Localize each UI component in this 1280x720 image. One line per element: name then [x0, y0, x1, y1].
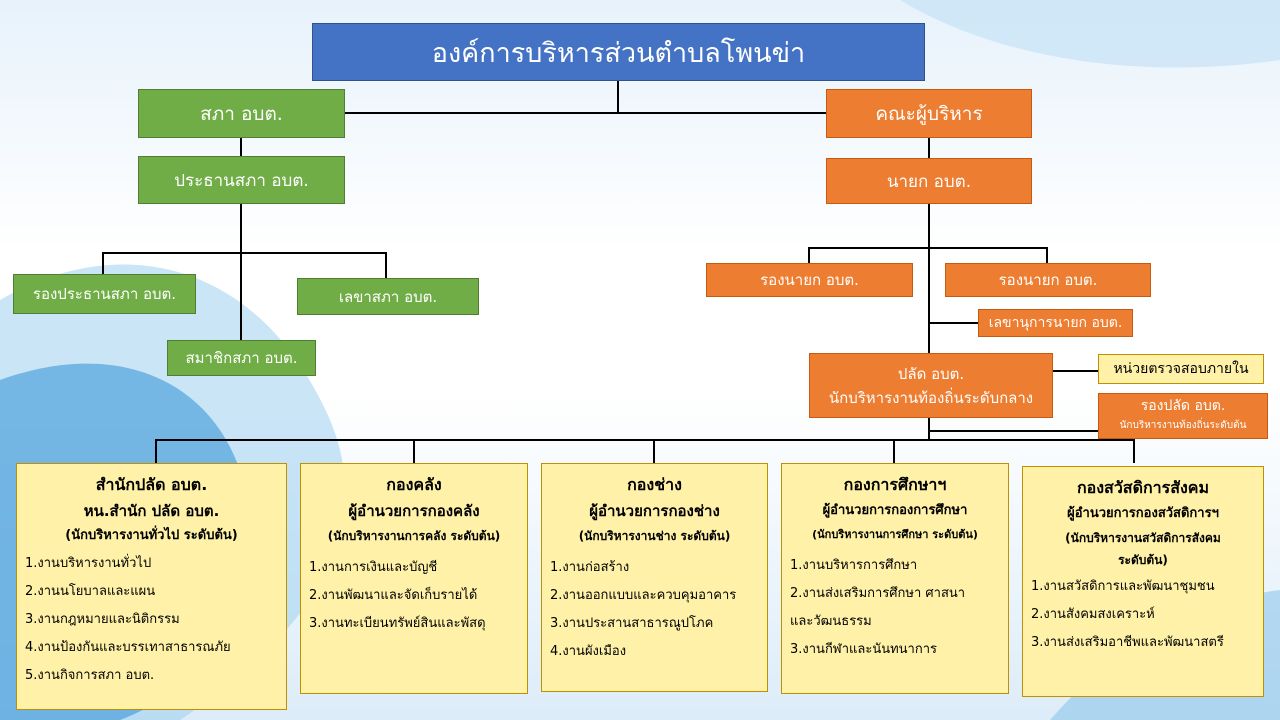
list-item: 2.งานออกแบบและควบคุมอาคาร: [550, 588, 737, 603]
deputy-clerk-title: รองปลัด อบต.: [1140, 398, 1226, 414]
list-item: 1.งานสวัสดิการและพัฒนาชุมชน: [1031, 579, 1215, 594]
audit-box: หน่วยตรวจสอบภายใน: [1098, 354, 1264, 384]
deputy-mayor-1-label: รองนายก อบต.: [760, 271, 859, 289]
council-secretary-box: เลขาสภา อบต.: [297, 278, 479, 315]
dept-rank: (นักบริหารงานทั่วไป ระดับต้น): [65, 528, 238, 543]
list-item: 1.งานก่อสร้าง: [550, 560, 630, 575]
list-item: 3.งานทะเบียนทรัพย์สินและพัสดุ: [309, 616, 486, 631]
list-item: 2.งานส่งเสริมการศึกษา ศาสนา: [790, 586, 966, 601]
list-item: 5.งานกิจการสภา อบต.: [25, 668, 155, 683]
mayor-secretary-box: เลขานุการนายก อบต.: [978, 309, 1133, 337]
dept-heading: กองช่าง: [627, 475, 682, 494]
deputy-clerk-level: นักบริหารงานท้องถิ่นระดับต้น: [1119, 420, 1247, 431]
council-label: สภา อบต.: [200, 102, 283, 125]
dept-finance: กองคลัง ผู้อำนวยการกองคลัง (นักบริหารงาน…: [300, 463, 528, 694]
dept-rank-cont: ระดับต้น): [1118, 553, 1168, 567]
dept-education: กองการศึกษาฯ ผู้อำนวยการกองการศึกษา (นัก…: [781, 463, 1009, 694]
dept-engineering: กองช่าง ผู้อำนวยการกองช่าง (นักบริหารงาน…: [541, 463, 768, 692]
list-item: และวัฒนธรรม: [790, 614, 872, 629]
list-item: 3.งานประสานสาธารณูปโภค: [550, 616, 714, 631]
list-item: 1.งานบริหารการศึกษา: [790, 558, 918, 573]
council-secretary-label: เลขาสภา อบต.: [338, 287, 438, 306]
dept-rank: (นักบริหารงานช่าง ระดับต้น): [578, 529, 731, 543]
dept-subheading: ผู้อำนวยการกองสวัสดิการฯ: [1067, 506, 1219, 521]
dept-item-list: 1.งานสวัสดิการและพัฒนาชุมชน 2.งานสังคมสง…: [1031, 573, 1255, 657]
dept-heading: กองคลัง: [386, 475, 442, 494]
dept-item-list: 1.งานการเงินและบัญชี 2.งานพัฒนาและจัดเก็…: [309, 554, 519, 638]
dept-heading: กองการศึกษาฯ: [843, 475, 947, 494]
clerk-level: นักบริหารงานท้องถิ่นระดับกลาง: [828, 388, 1034, 407]
council-box: สภา อบต.: [138, 89, 345, 138]
dept-subheading: ผู้อำนวยการกองคลัง: [348, 502, 480, 520]
council-chair-label: ประธานสภา อบต.: [174, 170, 309, 191]
list-item: 4.งานป้องกันและบรรเทาสาธารณภัย: [25, 640, 231, 655]
org-title-text: องค์การบริหารส่วนตำบลโพนข่า: [431, 37, 806, 69]
list-item: 1.งานการเงินและบัญชี: [309, 560, 438, 575]
clerk-title: ปลัด อบต.: [897, 364, 965, 383]
dept-item-list: 1.งานบริหารการศึกษา 2.งานส่งเสริมการศึกษ…: [790, 552, 1000, 664]
vice-chair-box: รองประธานสภา อบต.: [13, 274, 196, 314]
dept-item-list: 1.งานก่อสร้าง 2.งานออกแบบและควบคุมอาคาร …: [550, 554, 759, 666]
deputy-mayor-2-box: รองนายก อบต.: [945, 263, 1151, 297]
list-item: 3.งานส่งเสริมอาชีพและพัฒนาสตรี: [1031, 635, 1224, 650]
list-item: 2.งานนโยบาลและแผน: [25, 584, 156, 599]
council-chair-box: ประธานสภา อบต.: [138, 156, 345, 204]
clerk-box: ปลัด อบต. นักบริหารงานท้องถิ่นระดับกลาง: [809, 353, 1053, 418]
dept-rank: (นักบริหารงานการคลัง ระดับต้น): [327, 529, 501, 543]
list-item: 1.งานบริหารงานทั่วไป: [25, 556, 152, 571]
dept-clerk-office: สำนักปลัด อบต. หน.สำนัก ปลัด อบต. (นักบร…: [16, 463, 287, 710]
dept-item-list: 1.งานบริหารงานทั่วไป 2.งานนโยบาลและแผน 3…: [25, 550, 278, 690]
dept-social-welfare: กองสวัสดิการสังคม ผู้อำนวยการกองสวัสดิกา…: [1022, 466, 1264, 697]
dept-heading: กองสวัสดิการสังคม: [1076, 478, 1210, 497]
deputy-clerk-box: รองปลัด อบต. นักบริหารงานท้องถิ่นระดับต้…: [1098, 393, 1268, 439]
list-item: 3.งานกีฬาและนันทนาการ: [790, 642, 938, 657]
dept-heading: สำนักปลัด อบต.: [95, 475, 208, 494]
dept-subheading: ผู้อำนวยการกองช่าง: [589, 502, 720, 520]
list-item: 4.งานผังเมือง: [550, 644, 627, 659]
dept-subheading: หน.สำนัก ปลัด อบต.: [83, 502, 220, 520]
executive-box: คณะผู้บริหาร: [826, 89, 1032, 138]
council-member-box: สมาชิกสภา อบต.: [167, 340, 316, 376]
list-item: 2.งานสังคมสงเคราะห์: [1031, 607, 1155, 622]
executive-label: คณะผู้บริหาร: [875, 102, 983, 125]
council-member-label: สมาชิกสภา อบต.: [185, 349, 298, 367]
list-item: 3.งานกฎหมายและนิติกรรม: [25, 612, 180, 627]
deputy-mayor-1-box: รองนายก อบต.: [706, 263, 913, 297]
mayor-box: นายก อบต.: [826, 158, 1032, 204]
audit-label: หน่วยตรวจสอบภายใน: [1113, 361, 1249, 377]
mayor-secretary-label: เลขานุการนายก อบต.: [988, 315, 1123, 331]
mayor-label: นายก อบต.: [886, 171, 972, 192]
deputy-mayor-2-label: รองนายก อบต.: [998, 271, 1098, 289]
dept-subheading: ผู้อำนวยการกองการศึกษา: [822, 503, 968, 518]
dept-rank: (นักบริหารงานการศึกษา ระดับต้น): [812, 528, 978, 541]
org-title: องค์การบริหารส่วนตำบลโพนข่า: [312, 23, 925, 81]
vice-chair-label: รองประธานสภา อบต.: [32, 285, 177, 303]
list-item: 2.งานพัฒนาและจัดเก็บรายได้: [309, 588, 478, 603]
dept-rank: (นักบริหารงานสวัสดิการสังคม: [1065, 531, 1221, 545]
